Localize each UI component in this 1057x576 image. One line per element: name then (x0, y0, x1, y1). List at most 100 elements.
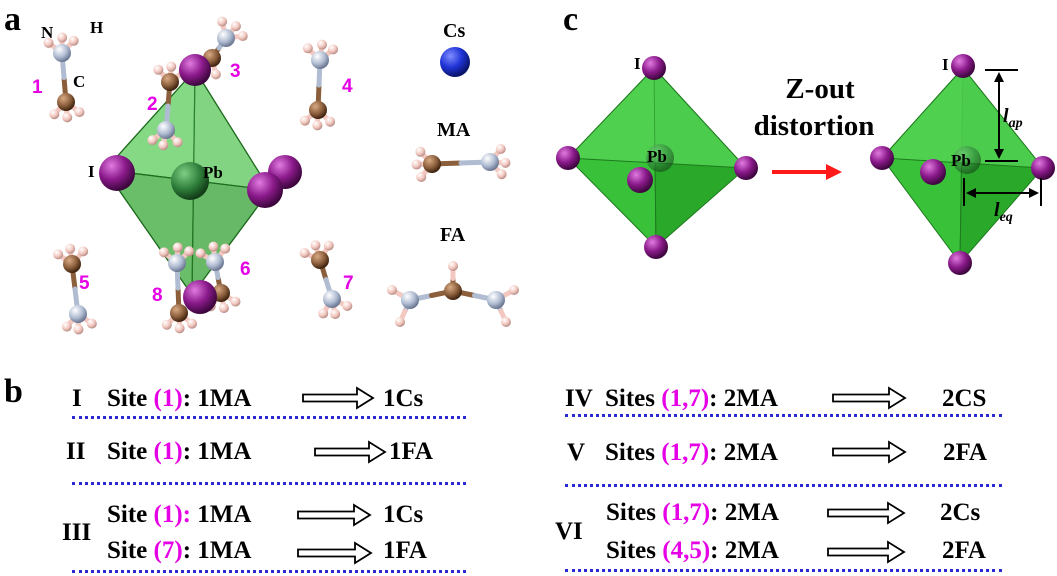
scheme-result: 1Cs (383, 501, 424, 528)
h-atom (172, 137, 183, 148)
h-atom (57, 32, 68, 43)
i-atom-c1-top (642, 56, 666, 80)
substitution-arrow (297, 503, 372, 527)
h-atom (218, 303, 229, 314)
row-separator (72, 416, 466, 419)
site-number: 4 (342, 76, 353, 97)
i-atom-left (99, 155, 135, 191)
scheme-result: 1Cs (383, 385, 424, 412)
i-atom-c2-top (951, 54, 975, 78)
n-atom (481, 153, 499, 171)
h-atom (416, 171, 427, 182)
l-eq-label: leq (994, 199, 1013, 225)
ma-molecule-legend (411, 144, 511, 182)
scheme-result: 2FA (942, 537, 986, 564)
h-atom (415, 146, 426, 157)
row-separator (565, 569, 1002, 572)
h-atom (302, 43, 313, 54)
h-atom (184, 246, 195, 257)
scheme-result: 2Cs (940, 499, 981, 526)
h-atom (495, 144, 506, 155)
h-atom (73, 324, 84, 335)
scheme-site: Site (1): 1MA (107, 438, 252, 465)
scheme-numeral: IV (565, 385, 593, 412)
h-atom (501, 317, 511, 327)
substitution-arrow (827, 540, 906, 564)
l-ap-label: lap (1003, 105, 1023, 131)
site-number: 6 (240, 259, 251, 280)
h-atom (220, 243, 231, 254)
pb-label-c2: Pb (951, 151, 971, 170)
h-atom (448, 261, 458, 271)
n-atom (311, 51, 329, 69)
site-number: 3 (230, 61, 241, 82)
site-number: 7 (343, 273, 354, 294)
pb-atom-c1 (646, 144, 674, 172)
h-atom (208, 241, 219, 252)
c-atom (309, 101, 327, 119)
n-atom (323, 290, 341, 308)
h-atom (62, 112, 73, 123)
scheme-result: 2FA (943, 439, 987, 466)
i-atom-c2-front (920, 159, 946, 185)
c-label: C (73, 72, 85, 91)
h-atom (299, 115, 310, 126)
h-atom (86, 318, 97, 329)
scheme-site: Site (7): 1MA (107, 537, 252, 564)
row-separator (565, 414, 1002, 417)
h-atom (53, 249, 64, 260)
pb-label-a: Pb (203, 163, 223, 182)
scheme-numeral: VI (555, 518, 583, 545)
i-atom-c2-right (1031, 156, 1055, 180)
substitution-arrows (297, 386, 907, 565)
bond-length-annotations: lap leq (963, 69, 1042, 225)
h-atom (230, 296, 241, 307)
h-atom (500, 157, 511, 168)
octahedron-distorted: I Pb (870, 54, 1055, 275)
h-atom (509, 285, 519, 295)
h-atom (330, 309, 341, 320)
h-atom (172, 242, 183, 253)
species-legend: Cs MA FA (387, 20, 519, 327)
h-atom (210, 69, 221, 80)
row-separator (565, 484, 1002, 487)
pb-label-c1: Pb (647, 147, 667, 166)
site-number: 1 (32, 77, 43, 98)
scheme-site: Sites (4,5): 2MA (606, 537, 779, 564)
scheme-site: Sites (1,7): 2MA (605, 439, 778, 466)
ma-cation-site-8 (158, 242, 198, 334)
h-atom (411, 159, 422, 170)
h-atom (195, 248, 206, 259)
h-atom (312, 120, 323, 131)
h-atom (158, 247, 169, 258)
scheme-numeral: V (567, 439, 586, 466)
scheme-result: 1FA (383, 537, 427, 564)
pb-atom (171, 162, 209, 200)
h-atom (342, 300, 353, 311)
c-atom (444, 282, 462, 300)
n-atom (168, 254, 186, 272)
substitution-arrow (832, 440, 907, 464)
substitution-arrow (302, 386, 375, 410)
z-out-distortion-arrow: Z-out distortion (754, 73, 874, 180)
n-atom (487, 291, 505, 309)
h-atom (217, 16, 228, 27)
i-atom-c1-front (627, 167, 653, 193)
ma-cation-site-5 (53, 243, 97, 335)
site-number: 2 (147, 94, 158, 115)
i-atom-c1-bottom (644, 235, 668, 259)
fa-molecule-legend (387, 261, 519, 327)
scheme-numeral: II (66, 438, 86, 465)
scheme-site: Site (1): 1MA (107, 385, 252, 412)
h-atom (323, 240, 334, 251)
i-label-a: I (88, 162, 95, 181)
fa-legend-label: FA (440, 224, 466, 246)
ma-cation-site-4 (299, 39, 339, 131)
ma-cation-site-7 (299, 240, 353, 320)
ma-legend-label: MA (437, 119, 471, 141)
pb-atom-c2 (953, 146, 981, 174)
cs-atom (440, 47, 470, 77)
h-atom (61, 321, 72, 332)
ma-legend-molecule (411, 144, 511, 182)
